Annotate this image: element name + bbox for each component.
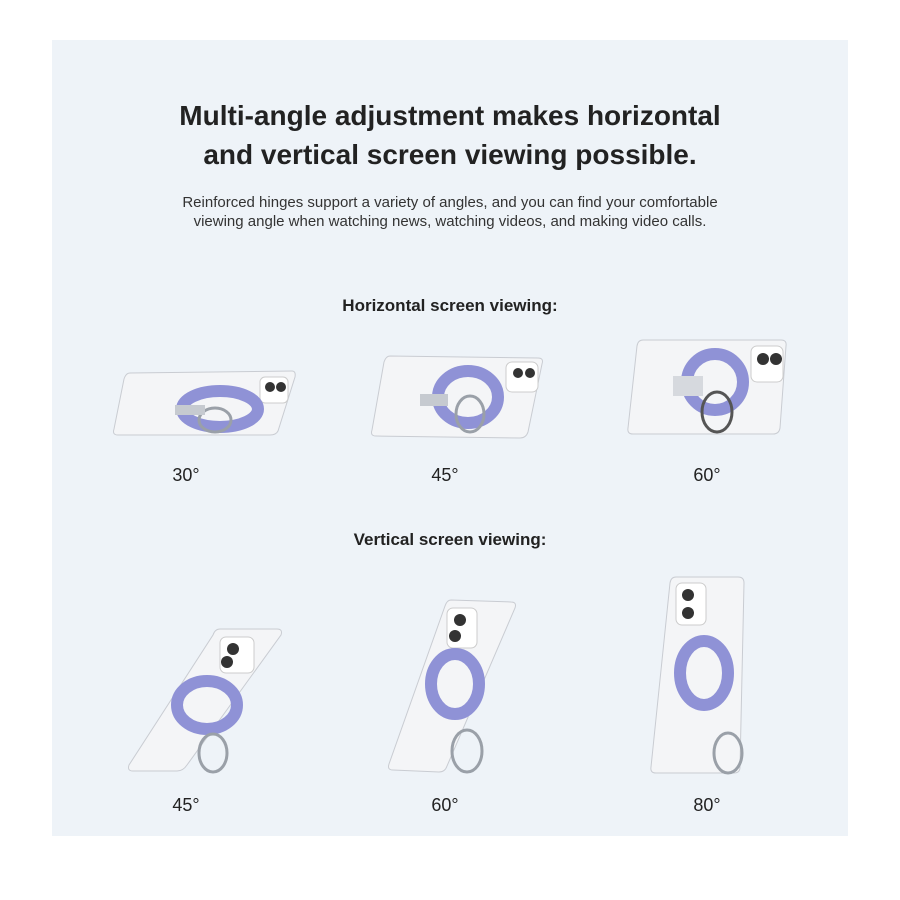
angle-label-v-80: 80° xyxy=(693,795,721,815)
page-title: Multi-angle adjustment makes horizontal … xyxy=(0,96,900,174)
subtitle: Reinforced hinges support a variety of a… xyxy=(0,193,900,231)
phone-vertical-45-image xyxy=(128,628,282,774)
vertical-heading: Vertical screen viewing: xyxy=(353,530,547,549)
title-line-1: Multi-angle adjustment makes horizontal xyxy=(179,100,721,131)
angle-label-v-60: 60° xyxy=(431,795,459,815)
phone-horizontal-45-image xyxy=(371,355,543,439)
angle-label-h-30: 30° xyxy=(172,465,200,485)
phone-vertical-80-image xyxy=(650,576,745,775)
angle-label-h-45: 45° xyxy=(431,465,459,485)
subtitle-line-1: Reinforced hinges support a variety of a… xyxy=(182,194,718,211)
angle-label-h-60: 60° xyxy=(693,465,721,485)
angle-label-v-45: 45° xyxy=(172,795,200,815)
phone-vertical-60-image xyxy=(388,599,516,774)
phone-horizontal-60-image xyxy=(627,339,787,435)
phone-horizontal-30-image xyxy=(113,370,296,436)
title-line-2: and vertical screen viewing possible. xyxy=(203,139,697,170)
subtitle-line-2: viewing angle when watching news, watchi… xyxy=(193,213,707,230)
horizontal-heading: Horizontal screen viewing: xyxy=(342,296,558,315)
